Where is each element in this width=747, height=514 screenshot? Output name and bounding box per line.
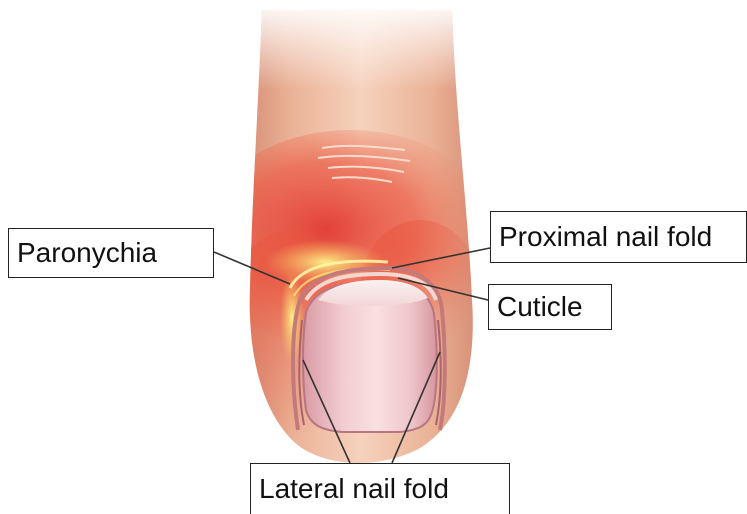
label-paronychia-text: Paronychia	[17, 239, 157, 267]
label-paronychia: Paronychia	[8, 228, 214, 278]
label-cuticle-text: Cuticle	[497, 293, 583, 321]
label-proximal-nail-fold: Proximal nail fold	[490, 211, 747, 263]
label-lateral-nail-fold-text: Lateral nail fold	[259, 475, 449, 503]
label-lateral-nail-fold: Lateral nail fold	[250, 463, 510, 514]
label-proximal-nail-fold-text: Proximal nail fold	[499, 223, 712, 251]
label-cuticle: Cuticle	[488, 284, 612, 330]
